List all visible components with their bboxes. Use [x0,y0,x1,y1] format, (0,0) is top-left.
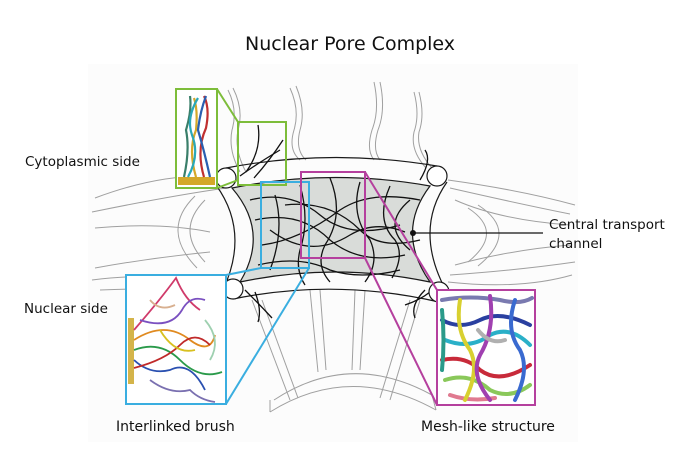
mesh-strands [440,294,534,402]
ring-node-top-right [426,165,448,187]
diagram-title: Nuclear Pore Complex [244,33,456,55]
membrane-sketch [91,81,576,413]
central-channel-label-line1: Central transport [549,217,665,233]
brush-strands [128,276,223,403]
mesh-like-structure-caption: Mesh-like structure [421,419,555,435]
brush-highlight [125,181,310,405]
central-transport-channel [230,176,432,283]
interlinked-brush-inset [125,274,227,405]
interlinked-brush-caption: Interlinked brush [116,419,235,435]
cytoplasmic-side-label: Cytoplasmic side [25,154,140,170]
central-channel-label-line2: channel [549,236,603,252]
cytoplasmic-filament-strands [178,95,215,185]
nuclear-side-label: Nuclear side [24,301,108,317]
